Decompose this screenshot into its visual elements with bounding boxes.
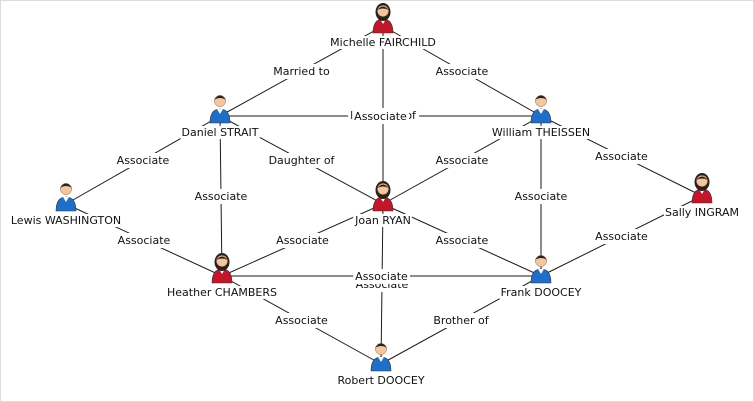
edge-label-background [433, 64, 491, 79]
edge-label-background [266, 153, 338, 168]
female-person-icon [372, 181, 394, 212]
edge-label-background [433, 233, 491, 248]
edge-label-background [512, 189, 570, 204]
edge-label-text: Brother of [433, 314, 489, 327]
edge-label-text: Associate [436, 65, 489, 78]
edge-label-text: Married to [273, 65, 330, 78]
male-person-icon [530, 255, 552, 284]
node-william[interactable]: William THEISSEN [490, 95, 592, 139]
node-robert[interactable]: Robert DOOCEY [336, 343, 426, 387]
node-label: Sally INGRAM [665, 206, 739, 219]
edge-label-background [352, 109, 410, 124]
edge-label-text: Associate [118, 234, 171, 247]
node-label-background [490, 126, 592, 139]
edge-label-text: Associate [355, 270, 408, 283]
node-label-background [180, 126, 260, 139]
node-label-background [336, 374, 426, 387]
edge-label-daniel-william: Associate [352, 109, 410, 124]
node-label: Heather CHAMBERS [167, 286, 277, 299]
edge-label-background [593, 229, 651, 244]
node-sally[interactable]: Sally INGRAM [663, 173, 741, 219]
edge-label-background [115, 233, 173, 248]
edge-label-background [273, 313, 331, 328]
edge-label-text: Associate [117, 154, 170, 167]
edge-label-background [431, 313, 492, 328]
edge-label-background [593, 149, 651, 164]
node-label: Joan RYAN [354, 214, 411, 227]
edge-label-michelle-daniel: Married to [271, 64, 332, 79]
edge-label-background [353, 269, 411, 284]
node-frank[interactable]: Frank DOOCEY [499, 255, 583, 299]
male-person-icon [530, 95, 552, 124]
female-person-icon [211, 253, 233, 284]
edge-label-text: Associate [515, 190, 568, 203]
edge-label-frank-robert: Brother of [431, 313, 492, 328]
edge-label-text: Daughter of [269, 154, 336, 167]
node-label-background [663, 206, 741, 219]
node-lewis[interactable]: Lewis WASHINGTON [9, 183, 123, 227]
node-label-background [353, 214, 412, 227]
female-person-icon [691, 173, 713, 204]
female-person-icon [372, 3, 394, 34]
edge-label-daniel-joan: Daughter of [266, 153, 338, 168]
male-person-icon [55, 183, 77, 212]
edge-label-text: Associate [195, 190, 248, 203]
node-label-background [329, 36, 437, 49]
node-michelle[interactable]: Michelle FAIRCHILD [329, 3, 437, 49]
nodes-layer: Michelle FAIRCHILD Daniel STRAIT William T… [9, 3, 741, 387]
node-daniel[interactable]: Daniel STRAIT [180, 95, 260, 139]
node-label: Michelle FAIRCHILD [330, 36, 436, 49]
node-label-background [9, 214, 123, 227]
edge-label-background [433, 153, 491, 168]
edge-label-joan-heather: Associate [274, 233, 332, 248]
edge-label-background [274, 233, 332, 248]
edge-label-text: Associate [595, 230, 648, 243]
male-person-icon [370, 343, 392, 372]
edge-label-daniel-heather: Associate [192, 189, 250, 204]
edge-label-text: Associate [436, 154, 489, 167]
male-person-icon [209, 95, 231, 124]
edge-label-lewis-heather: Associate [115, 233, 173, 248]
edge-label-michelle-william: Associate [433, 64, 491, 79]
node-joan[interactable]: Joan RYAN [353, 181, 412, 227]
node-label: Robert DOOCEY [337, 374, 424, 387]
edge-label-background [192, 189, 250, 204]
node-label: Daniel STRAIT [182, 126, 259, 139]
node-label-background [499, 286, 583, 299]
node-label-background [166, 286, 278, 299]
node-label: Lewis WASHINGTON [11, 214, 121, 227]
edge-label-joan-frank: Associate [433, 233, 491, 248]
edge-label-heather-frank: Associate [353, 269, 411, 284]
edge-label-william-sally: Associate [593, 149, 651, 164]
edge-label-frank-sally: Associate [593, 229, 651, 244]
node-label: William THEISSEN [492, 126, 590, 139]
edge-label-text: Associate [595, 150, 648, 163]
edge-label-heather-robert: Associate [273, 313, 331, 328]
node-label: Frank DOOCEY [501, 286, 582, 299]
edge-label-text: Associate [354, 110, 407, 123]
edge-label-background [271, 64, 332, 79]
edge-label-text: Associate [275, 314, 328, 327]
edge-label-william-joan: Associate [433, 153, 491, 168]
edge-label-william-frank: Associate [512, 189, 570, 204]
node-heather[interactable]: Heather CHAMBERS [166, 253, 278, 299]
edge-label-text: Associate [436, 234, 489, 247]
edge-label-background [114, 153, 172, 168]
edge-label-daniel-lewis: Associate [114, 153, 172, 168]
edge-labels-layer: Married toAssociateDaughter ofAssociateA… [114, 64, 651, 328]
edge-label-text: Associate [276, 234, 329, 247]
